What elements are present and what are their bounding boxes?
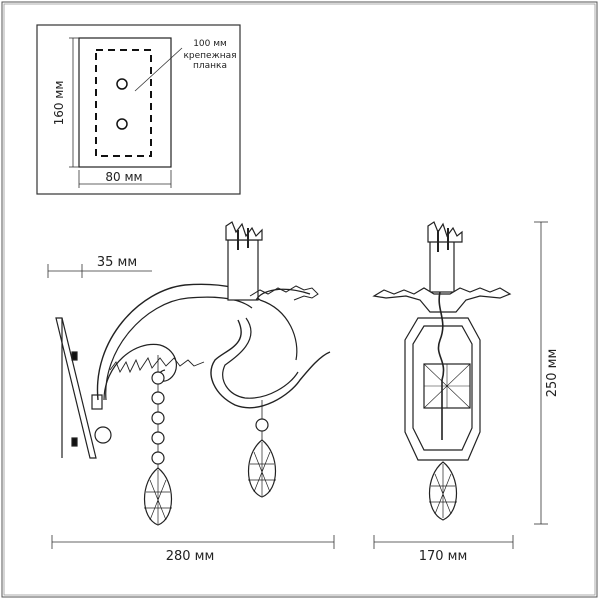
bracket-leader-line [134,47,183,92]
screw-hole-top [116,78,128,90]
candle-drip-front [427,221,463,243]
finial-ball [94,426,112,444]
candle-cup-side [227,239,259,301]
bracket-size-label: 100 мм [193,39,227,49]
depth-label: 170 мм [419,549,468,564]
depth-dimension: 170 мм [373,535,514,564]
mounting-bracket [95,49,152,157]
height-dimension: 250 мм [534,221,560,525]
sconce-side-view [55,221,331,526]
crystal-beads-left [151,371,165,465]
bracket-name-line2: планка [193,61,227,71]
wall-plate-side [55,317,97,459]
front-stem [437,291,445,440]
mount-plate-inset: 160 мм 80 мм 100 мм крепежная планка [36,24,241,195]
inset-box [36,24,241,195]
height-label: 250 мм [545,349,560,398]
plate-height-label: 160 мм [52,81,66,126]
candle-drip-side [225,221,263,241]
mount-plate [78,37,172,168]
total-width-dimension: 280 мм [51,535,335,564]
candle-cup-front [429,239,455,293]
lower-s-curve [210,319,331,409]
front-arms [372,287,512,313]
screw-hole-bottom [116,118,128,130]
total-width-label: 280 мм [166,549,215,564]
crystal-bead-right [255,418,269,432]
mount-screw-top [71,351,78,361]
bracket-name-line1: крепежная [183,51,236,61]
plate-width-label: 80 мм [105,170,142,184]
mount-screw-bottom [71,437,78,447]
projection-dimension: 35 мм [47,255,152,278]
inner-curl [103,343,177,401]
projection-label: 35 мм [97,255,137,270]
sconce-front-view [372,221,512,521]
